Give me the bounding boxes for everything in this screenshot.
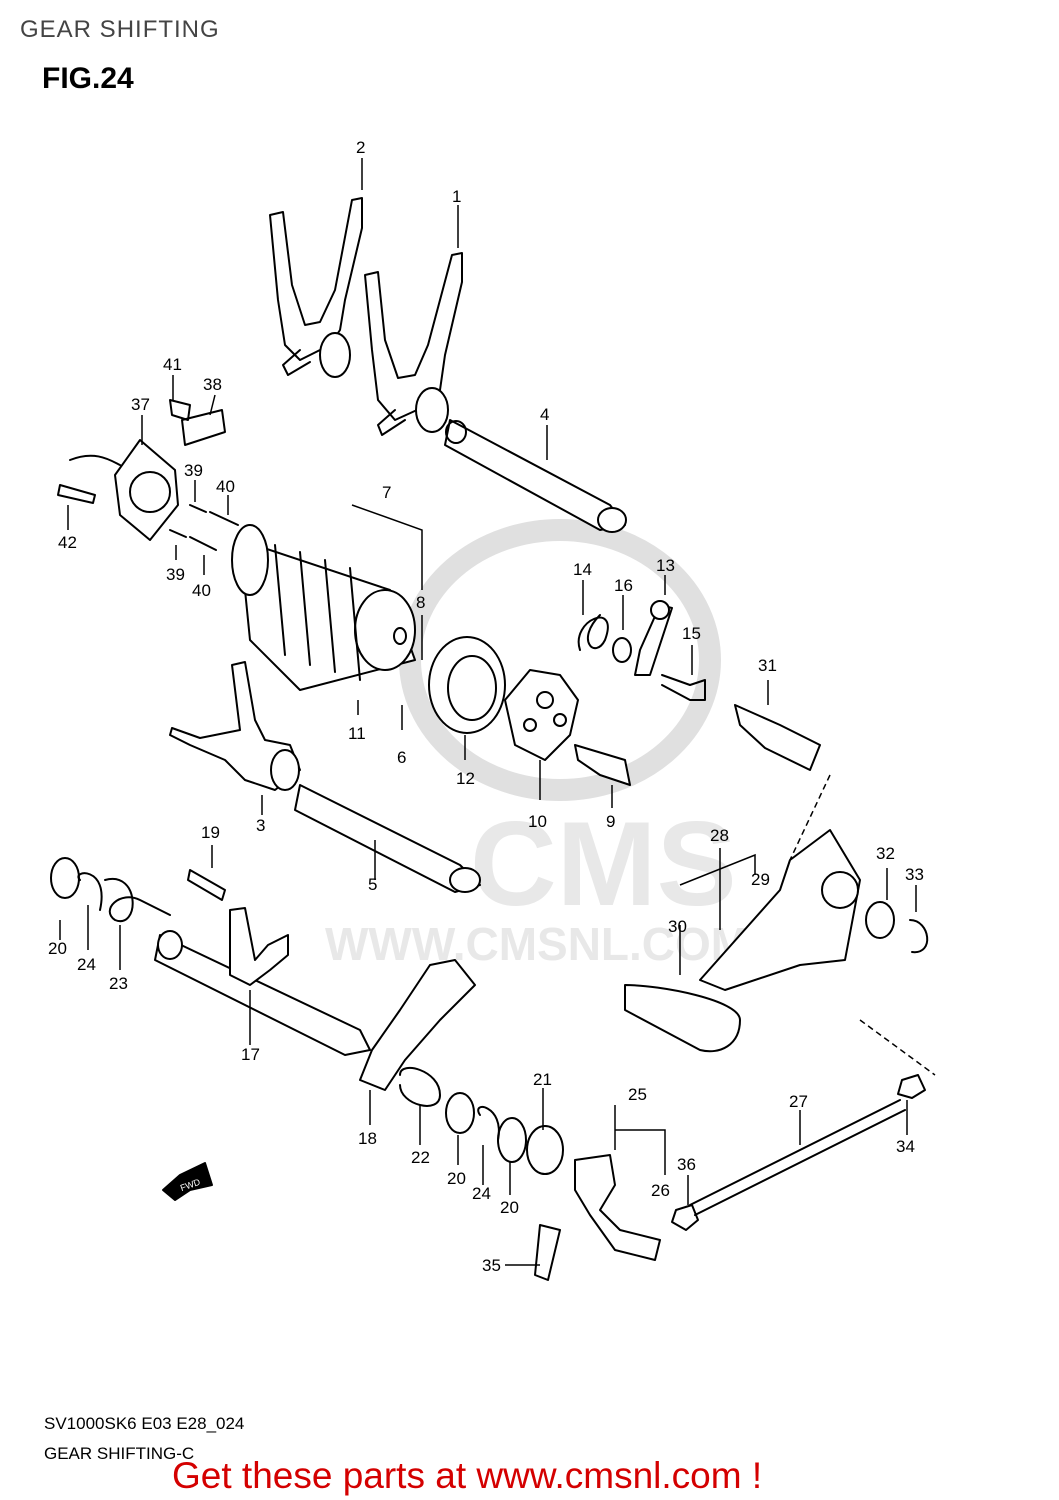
bearing-12 — [428, 636, 506, 734]
callout-30: 30 — [668, 917, 687, 936]
callout-22: 22 — [411, 1148, 430, 1167]
callout-35: 35 — [482, 1256, 501, 1275]
screw-41 — [169, 399, 191, 421]
spring-22 — [399, 1066, 441, 1107]
leader-lines — [59, 158, 936, 1266]
callout-20a: 20 — [48, 939, 67, 958]
bolt-35 — [534, 1224, 561, 1281]
cam-stopper-13 — [634, 600, 673, 676]
cam-pin-9 — [574, 744, 631, 786]
callout-29: 29 — [751, 870, 770, 889]
washer-20b — [445, 1092, 475, 1134]
circlip-24b — [477, 1106, 500, 1141]
bolt-19 — [187, 869, 226, 901]
shift-fork-3 — [169, 661, 301, 791]
bolt-42 — [57, 484, 96, 504]
callout-20b: 20 — [447, 1169, 466, 1188]
callouts: 2 1 4 41 38 37 39 40 42 39 40 7 8 14 16 … — [48, 138, 924, 1275]
callout-42: 42 — [58, 533, 77, 552]
callout-8: 8 — [416, 593, 425, 612]
callout-26: 26 — [651, 1181, 670, 1200]
callout-19: 19 — [201, 823, 220, 842]
callout-11: 11 — [348, 724, 366, 743]
contact-39b — [169, 529, 187, 538]
washer-16 — [612, 637, 632, 663]
callout-39b: 39 — [166, 565, 185, 584]
callout-23: 23 — [109, 974, 128, 993]
promo-link[interactable]: Get these parts at www.cmsnl.com ! — [172, 1455, 763, 1496]
callout-33: 33 — [905, 865, 924, 884]
callout-24a: 24 — [77, 955, 96, 974]
forward-arrow — [162, 1162, 213, 1201]
callout-6: 6 — [397, 748, 406, 767]
gear-position-sensor-37 — [69, 439, 179, 541]
gearshift-rod-27 — [689, 1099, 906, 1216]
callout-18: 18 — [358, 1129, 377, 1148]
spring-23 — [104, 877, 171, 923]
callout-5: 5 — [368, 875, 377, 894]
figure-number: FIG.24 — [42, 62, 134, 95]
washer-20a — [50, 857, 80, 899]
callout-2: 2 — [356, 138, 365, 157]
callout-28: 28 — [710, 826, 729, 845]
callout-13: 13 — [656, 556, 675, 575]
fork-shaft-5 — [294, 784, 481, 893]
gearshift-lever-28 — [624, 829, 861, 1053]
callout-24b: 24 — [472, 1184, 491, 1203]
callout-41: 41 — [163, 355, 182, 374]
plate-38 — [181, 409, 226, 446]
bolt-15 — [661, 674, 706, 701]
washer-20c — [497, 1117, 527, 1163]
contact-39a — [189, 504, 207, 513]
gearshift-cam-drum-7 — [231, 524, 416, 691]
callout-20c: 20 — [500, 1198, 519, 1217]
callout-32: 32 — [876, 844, 895, 863]
callout-1: 1 — [452, 187, 461, 206]
callout-38: 38 — [203, 375, 222, 394]
callout-17: 17 — [241, 1045, 260, 1064]
callout-16: 16 — [614, 576, 633, 595]
gearshift-arm-25 — [574, 1154, 661, 1261]
callout-27: 27 — [789, 1092, 808, 1111]
watermark-url: WWW.CMSNL.COM — [325, 918, 749, 970]
callout-14: 14 — [573, 560, 592, 579]
gearshift-arm-18 — [359, 959, 476, 1091]
callout-31: 31 — [758, 656, 777, 675]
callout-3: 3 — [256, 816, 265, 835]
callout-12: 12 — [456, 769, 475, 788]
callout-10: 10 — [528, 812, 547, 831]
model-code: SV1000SK6 E03 E28_024 — [44, 1414, 245, 1433]
stopper-bolt-31 — [734, 704, 821, 771]
callout-36: 36 — [677, 1155, 696, 1174]
spring-40b — [189, 536, 217, 551]
callout-40a: 40 — [216, 477, 235, 496]
page-title: GEAR SHIFTING — [20, 16, 220, 43]
callout-34: 34 — [896, 1137, 915, 1156]
oil-seal-21 — [526, 1125, 564, 1175]
callout-39a: 39 — [184, 461, 203, 480]
callout-4: 4 — [540, 405, 549, 424]
shift-fork-1 — [364, 252, 463, 436]
callout-37: 37 — [131, 395, 150, 414]
stopper-spring-14 — [577, 614, 609, 651]
callout-40b: 40 — [192, 581, 211, 600]
callout-21: 21 — [533, 1070, 552, 1089]
section-name: GEAR SHIFTING-C — [44, 1444, 195, 1463]
cam-driven-gear-10 — [504, 669, 579, 761]
nut-36 — [671, 1204, 699, 1231]
fork-shaft-4 — [444, 419, 627, 533]
circlip-33 — [909, 919, 929, 954]
gearshift-shaft-17 — [154, 907, 371, 1056]
shift-fork-2 — [269, 197, 363, 378]
washer-32 — [865, 901, 895, 939]
callout-9: 9 — [606, 812, 615, 831]
circlip-24a — [77, 872, 103, 911]
spring-40a — [209, 511, 239, 526]
callout-15: 15 — [682, 624, 701, 643]
watermark-brand: CMS — [470, 797, 737, 931]
callout-25: 25 — [628, 1085, 647, 1104]
nut-34 — [897, 1074, 926, 1099]
callout-7: 7 — [382, 483, 391, 502]
